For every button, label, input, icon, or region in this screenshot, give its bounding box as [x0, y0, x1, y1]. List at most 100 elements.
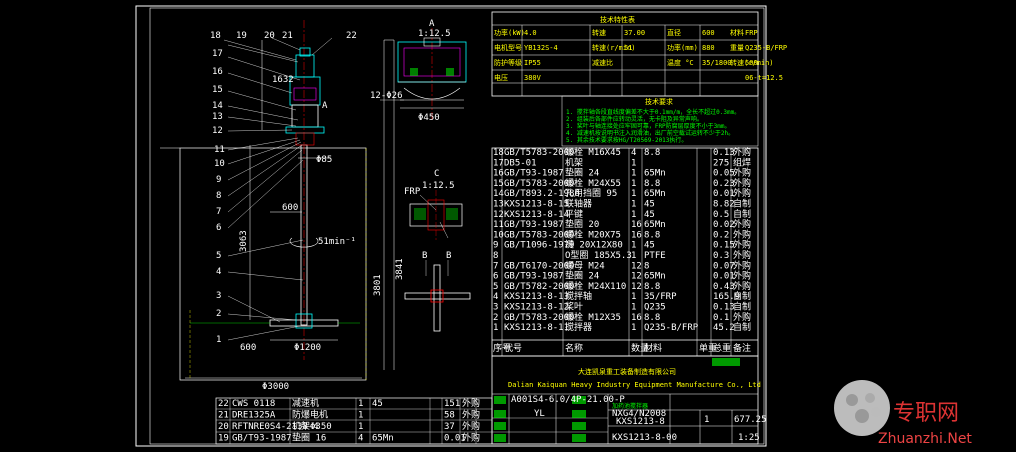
bom-cell: 1	[493, 323, 498, 333]
section-b-horizontal-blade	[404, 292, 471, 300]
bom-cell: 65Mn	[644, 272, 666, 282]
bom-header-cell: 名称	[565, 342, 583, 354]
section-a-label: A	[429, 19, 435, 29]
section-c-scale: 1:12.5	[422, 181, 455, 191]
watermark-cn: 专职网	[893, 401, 959, 426]
dim-600: 600	[282, 203, 298, 213]
bom-cell: PTFE	[644, 251, 666, 261]
bom-cell: 机架	[565, 156, 583, 168]
arrow-a-label: A	[322, 101, 328, 111]
bom-cell: 螺栓 M24X110	[565, 280, 626, 292]
dim-3801: 3801	[373, 274, 383, 296]
frp-note: FRP	[404, 187, 421, 197]
bom-cell: 1	[631, 303, 636, 313]
bom-cell: 275	[713, 158, 729, 168]
bom-cell: 螺母 M24	[565, 260, 605, 271]
bom-cell: 8.8	[644, 179, 660, 189]
section-c-label: C	[434, 169, 439, 179]
balloon-8: 8	[216, 191, 221, 201]
tech-cell: Q235-B/FRP	[745, 44, 787, 52]
tech-cell: 电机型号	[494, 43, 522, 52]
tech-cell: 500	[745, 59, 758, 67]
bom-bottom-cell: CWS 0118	[232, 399, 275, 409]
bom-cell: 12	[493, 210, 504, 220]
bom-cell: 18	[493, 148, 504, 158]
bom-cell: 8	[493, 251, 498, 261]
tech-req-box	[561, 95, 759, 147]
tech-cell: 转速	[592, 28, 606, 37]
section-b-left: B	[422, 251, 427, 261]
bom-cell: 0.43	[713, 282, 735, 292]
bom-bottom-cell: 58	[444, 411, 455, 421]
bom-cell: GB/T93-1987	[504, 220, 564, 230]
bom-bottom-cell: 37	[444, 422, 455, 432]
bom-bottom-cell: 151	[444, 399, 460, 409]
bom-header-cell: 代号	[504, 343, 522, 354]
bom-cell: 9	[493, 241, 498, 251]
bom-cell: 45	[644, 200, 655, 210]
company-cn: 大连凯泉重工装备制造有限公司	[578, 367, 676, 376]
bom-table-grid	[491, 147, 759, 357]
bom-bottom-cell: 外购	[462, 432, 480, 444]
balloon-14: 14	[212, 101, 223, 111]
tech-req-title: 技术要求	[645, 97, 673, 106]
watermark: 专职网 Zhuanzhi.Net	[834, 380, 972, 447]
bom-cell: 0.05	[713, 169, 735, 179]
bolt-note: 12-Φ26	[370, 91, 403, 101]
bom-cell: 0.02	[713, 220, 735, 230]
bom-cell: GB/T5782-2000	[504, 282, 574, 292]
bom-cell: 3	[493, 303, 498, 313]
tech-cell: 材料	[730, 28, 744, 37]
bom-cell: 1	[631, 241, 636, 251]
bom-cell: 35/FRP	[644, 292, 677, 302]
bom-cell: 0.3	[713, 251, 729, 261]
bom-cell: 1	[631, 251, 636, 261]
balloon-4: 4	[216, 267, 221, 277]
bom-cell: 外购	[733, 218, 751, 230]
tech-cell: 转速(r/min)	[730, 58, 774, 67]
tech-cell: 51	[624, 44, 632, 52]
bom-header-cell: 序号	[493, 342, 511, 354]
bom-cell: 垫圈 20	[565, 218, 599, 230]
bom-cell: 桨叶	[565, 301, 583, 313]
bom-bottom-cell: DRE1325A	[232, 411, 276, 421]
bom-cell: 0.2	[713, 230, 729, 240]
tech-cell: 880	[702, 44, 715, 52]
bom-cell: 螺栓 M12X35	[565, 311, 621, 323]
bom-cell: 组焊	[733, 156, 751, 168]
dim-impeller-dia: Φ1200	[294, 343, 321, 353]
bom-cell: 自制	[733, 321, 751, 333]
section-c-view	[409, 190, 463, 240]
bom-cell: 螺栓 M16X45	[565, 146, 621, 158]
bom-cell: GB/T5783-2000	[504, 179, 574, 189]
bom-cell: 自制	[733, 208, 751, 220]
bom-cell: 45.2	[713, 323, 735, 333]
bom-bottom-cell: 减速机	[292, 397, 319, 409]
bom-cell: 1	[631, 292, 636, 302]
tech-req-item: 5. 其余技术要求按HG/T20569-2013执行。	[566, 136, 687, 144]
dim-tank-dia: Φ3000	[262, 382, 289, 392]
bom-cell: 螺栓 M24X55	[565, 177, 621, 189]
bom-cell: 外购	[733, 187, 751, 199]
bom-bottom-cell: 机架Φ350	[292, 420, 332, 432]
bom-cell: 外购	[733, 259, 751, 271]
drawing-border	[135, 5, 767, 447]
bom-cell: 14	[493, 189, 504, 199]
bom-cell: 0.13	[713, 148, 735, 158]
balloon-1: 1	[216, 335, 221, 345]
bom-cell: 1	[631, 210, 636, 220]
dim-3841: 3841	[395, 258, 405, 280]
balloon-9: 9	[216, 175, 221, 185]
bom-cell: 外购	[733, 177, 751, 189]
balloon-16: 16	[212, 67, 223, 77]
bom-cell: GB/T93-1987	[504, 272, 564, 282]
product-name: 加药池搅拌器	[612, 402, 648, 410]
bom-cell: 8	[644, 261, 649, 271]
bom-header-cell: 备注	[733, 342, 751, 354]
bom-cell: 自制	[733, 198, 751, 210]
tech-cell: 减速比	[592, 58, 613, 67]
balloon-7: 7	[216, 207, 221, 217]
